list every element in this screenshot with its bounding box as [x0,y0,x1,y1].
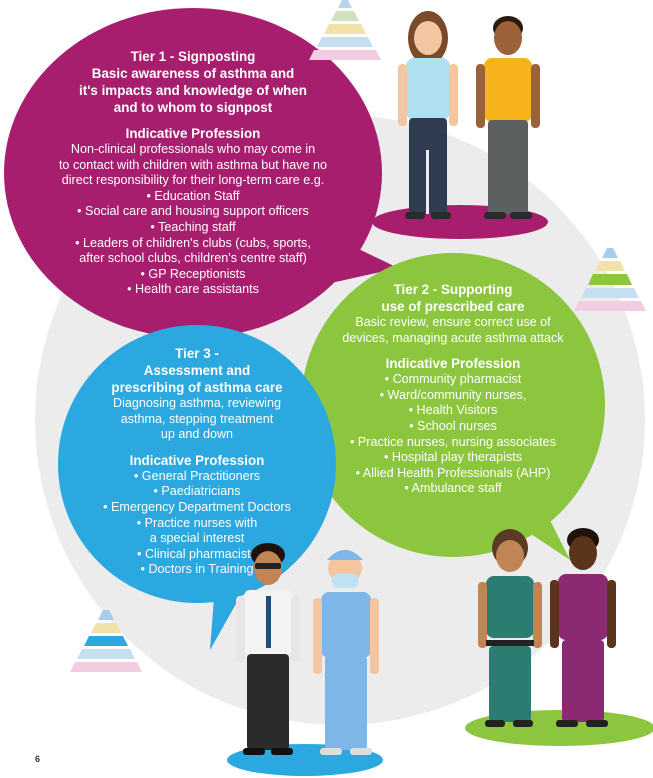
list-item: a special interest [149,531,245,546]
list-item: • Allied Health Professionals (AHP) [355,465,551,480]
tier3-description: Diagnosing asthma, reviewing asthma, ste… [58,396,336,443]
list-item: • GP Receptionists [140,266,246,281]
list-item: • Teaching staff [150,219,236,234]
tier3-title: Tier 3 - Assessment and prescribing of a… [58,345,336,396]
list-item: • Community pharmacist [384,372,522,387]
tier3-content: Tier 3 - Assessment and prescribing of a… [58,345,336,578]
list-item: • School nurses [409,418,497,433]
list-item: • Doctors in Training [140,562,254,577]
tier3-desc-line: asthma, stepping treatment [120,411,274,426]
list-item: • Health care assistants [127,282,259,297]
tier1-profession-list: • Education Staff • Social care and hous… [4,189,382,298]
tier1-profession-heading: Indicative Profession [125,126,261,141]
list-item: • Practice nurses, nursing associates [349,434,556,449]
tier1-content: Tier 1 - Signposting Basic awareness of … [4,48,382,298]
tier2-profession-list: • Community pharmacist • Ward/community … [301,372,605,497]
list-item: • Practice nurses with [136,515,258,530]
school-staff-illustration [372,11,548,239]
tier1-intro-line: Non-clinical professionals who may come … [70,142,316,156]
tier2-bubble: Tier 2 - Supporting use of prescribed ca… [301,253,605,557]
list-item: after school clubs, children's centre st… [79,251,307,266]
list-item: • Ward/community nurses, [379,387,527,402]
tier2-desc-line: Basic review, ensure correct use of [355,315,551,329]
tier3-title-line: Assessment and [143,363,251,378]
tier2-title: Tier 2 - Supporting use of prescribed ca… [301,281,605,315]
tier1-intro: Non-clinical professionals who may come … [4,142,382,189]
tier1-title-line: Basic awareness of asthma and [91,66,295,81]
tier3-title-line: prescribing of asthma care [111,380,283,395]
list-item: • Leaders of children's clubs (cubs, spo… [75,235,311,250]
tier2-title-line: use of prescribed care [381,299,525,314]
pyramid-icon-tier1 [309,0,381,60]
tier1-bubble: Tier 1 - Signposting Basic awareness of … [4,8,382,338]
tier3-desc-line: up and down [160,427,234,442]
tier1-intro-line: direct responsibility for their long-ter… [61,173,325,188]
pyramid-icon-tier3 [70,610,142,672]
tier2-profession-heading: Indicative Profession [385,356,521,372]
list-item: • Social care and housing support office… [77,204,309,219]
list-item: • Health Visitors [408,403,498,418]
pyramid-icon-tier2 [574,248,646,311]
tier2-desc-line: devices, managing acute asthma attack [342,330,564,345]
tier3-title-line: Tier 3 - [175,346,219,361]
tier1-title-line: Tier 1 - Signposting [130,49,256,64]
tier3-profession-heading: Indicative Profession [129,452,265,468]
tier3-bubble: Tier 3 - Assessment and prescribing of a… [58,325,336,603]
tier2-title-line: Tier 2 - Supporting [393,282,513,297]
pharmacy-nurse-illustration [465,528,653,746]
list-item: • Hospital play therapists [383,450,523,465]
tier2-description: Basic review, ensure correct use of devi… [301,315,605,346]
tier1-title-line: it's impacts and knowledge of when [79,83,307,98]
tier3-desc-line: Diagnosing asthma, reviewing [112,396,281,410]
doctor-surgeon-illustration [227,543,383,776]
tier1-title: Tier 1 - Signposting Basic awareness of … [4,48,382,116]
list-item: • General Practitioners [133,468,261,483]
list-item: • Paediatricians [153,484,241,499]
list-item: • Ambulance staff [404,481,502,496]
list-item: • Emergency Department Doctors [103,499,291,514]
page-number: 6 [35,754,41,764]
tier1-intro-line: to contact with children with asthma but… [58,157,328,172]
list-item: • Education Staff [146,188,240,203]
list-item: • Clinical pharmacists [137,546,257,561]
tier2-content: Tier 2 - Supporting use of prescribed ca… [301,281,605,497]
tier1-title-line: and to whom to signpost [113,100,273,115]
tier3-profession-list: • General Practitioners • Paediatricians… [58,469,336,578]
